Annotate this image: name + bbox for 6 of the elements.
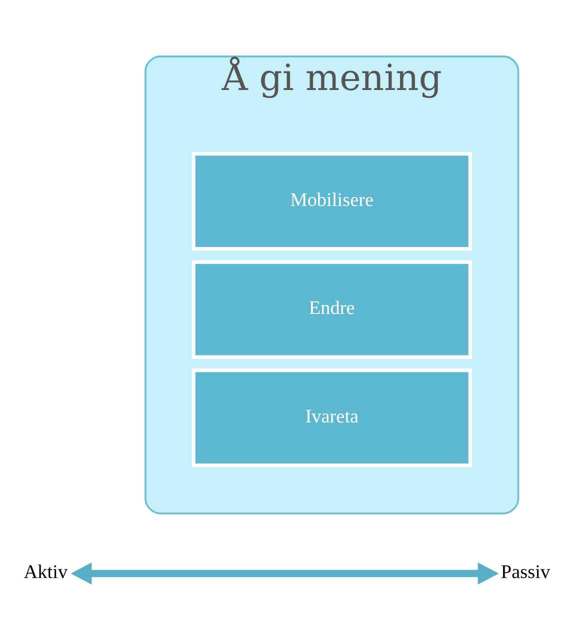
node-box: Mobilisere (192, 152, 472, 251)
node-box: Ivareta (192, 368, 472, 468)
node-text: Passiv (500, 562, 550, 584)
node-text: Aktiv (24, 562, 68, 584)
node-box: Endre (192, 260, 472, 359)
arrow (70, 562, 499, 585)
